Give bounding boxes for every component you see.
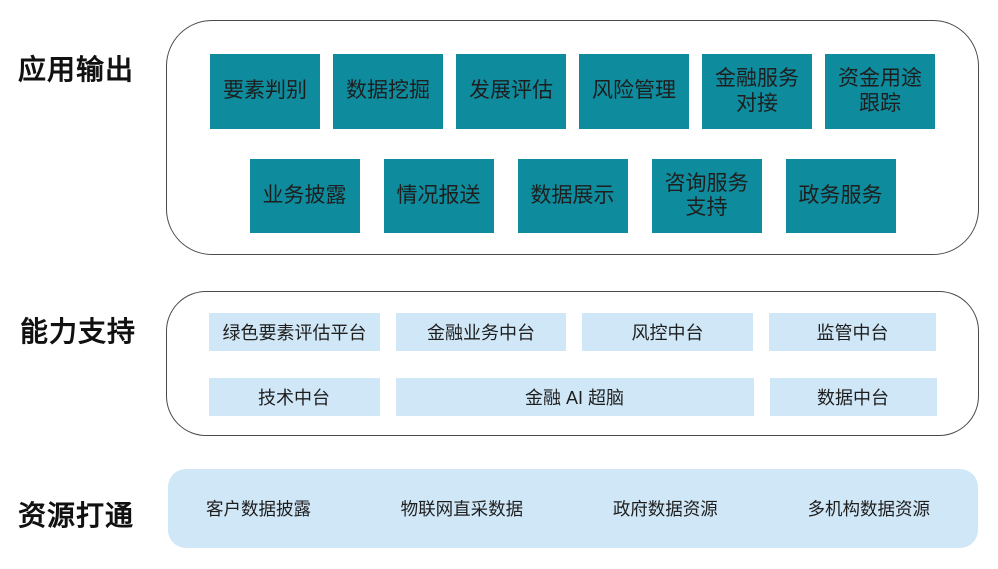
box-regulation-middle-platform: 监管中台: [769, 313, 936, 351]
item-multi-institution-data-resource: 多机构数据资源: [807, 499, 930, 519]
box-data-mining: 数据挖掘: [333, 54, 443, 129]
section-label-resource-link: 资源打通: [18, 500, 135, 531]
box-government-services: 政务服务: [785, 159, 896, 233]
application-output-row-1: 要素判别 数据挖掘 发展评估 风险管理 金融服务 对接 资金用途 跟踪: [167, 54, 978, 129]
application-output-panel: 要素判别 数据挖掘 发展评估 风险管理 金融服务 对接 资金用途 跟踪 业务披露…: [166, 20, 979, 255]
box-data-middle-platform: 数据中台: [769, 378, 937, 416]
box-consulting-service-support: 咨询服务 支持: [651, 159, 762, 233]
item-government-data-resource: 政府数据资源: [612, 499, 718, 519]
box-risk-management: 风险管理: [579, 54, 689, 129]
box-fund-usage-tracking: 资金用途 跟踪: [825, 54, 935, 129]
box-financial-business-middle-platform: 金融业务中台: [396, 313, 566, 351]
application-output-row-2: 业务披露 情况报送 数据展示 咨询服务 支持 政务服务: [167, 159, 978, 233]
section-label-application-output: 应用输出: [18, 54, 135, 85]
box-green-factor-evaluation-platform: 绿色要素评估平台: [209, 313, 380, 351]
section-label-capability-support: 能力支持: [20, 316, 137, 347]
box-factor-identification: 要素判别: [210, 54, 320, 129]
item-iot-direct-collected-data: 物联网直采数据: [400, 499, 524, 519]
item-customer-data-disclosure: 客户数据披露: [206, 499, 311, 519]
box-situation-reporting: 情况报送: [383, 159, 494, 233]
box-risk-control-middle-platform: 风控中台: [582, 313, 753, 351]
capability-support-panel: 绿色要素评估平台 金融业务中台 风控中台 监管中台 技术中台 金融 AI 超脑 …: [166, 291, 979, 436]
box-financial-ai-superbrain: 金融 AI 超脑: [395, 378, 754, 416]
capability-support-row-2: 技术中台 金融 AI 超脑 数据中台: [167, 378, 978, 416]
box-technology-middle-platform: 技术中台: [208, 378, 380, 416]
box-business-disclosure: 业务披露: [249, 159, 360, 233]
resource-link-band: 客户数据披露 物联网直采数据 政府数据资源 多机构数据资源: [168, 469, 978, 548]
box-data-display: 数据展示: [517, 159, 628, 233]
box-financial-service-connection: 金融服务 对接: [702, 54, 812, 129]
capability-support-row-1: 绿色要素评估平台 金融业务中台 风控中台 监管中台: [167, 313, 978, 351]
box-development-evaluation: 发展评估: [456, 54, 566, 129]
